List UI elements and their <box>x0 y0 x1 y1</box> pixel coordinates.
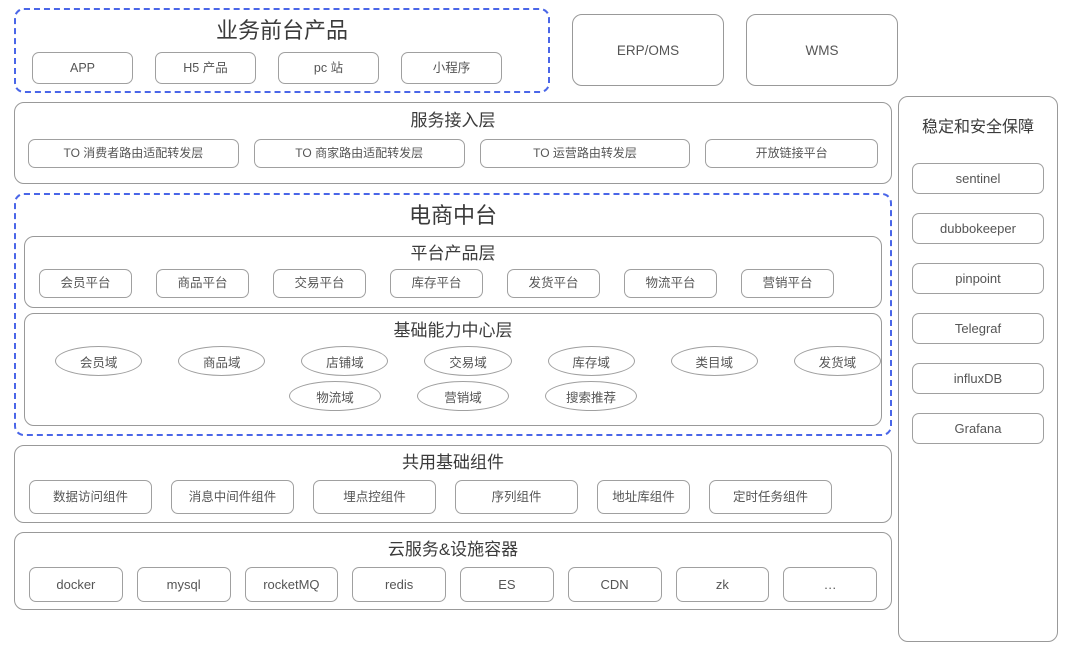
stability-security-title: 稳定和安全保障 <box>921 119 1034 136</box>
platform-item-inventory[interactable]: 库存平台 <box>390 269 483 298</box>
component-message-middleware[interactable]: 消息中间件组件 <box>171 480 294 514</box>
front-office-item-pc[interactable]: pc 站 <box>278 52 379 84</box>
front-office-item-h5[interactable]: H5 产品 <box>155 52 256 84</box>
stability-item-influxdb[interactable]: influxDB <box>912 363 1044 394</box>
component-address-library[interactable]: 地址库组件 <box>597 480 690 514</box>
stability-item-pinpoint[interactable]: pinpoint <box>912 263 1044 294</box>
domain-product[interactable]: 商品域 <box>178 346 266 376</box>
domain-shipping[interactable]: 发货域 <box>793 346 881 376</box>
capability-row-2: 物流域 营销域 搜索推荐 <box>25 381 881 411</box>
platform-item-member[interactable]: 会员平台 <box>39 269 132 298</box>
domain-marketing[interactable]: 营销域 <box>417 381 509 411</box>
platform-product-layer-items: 会员平台 商品平台 交易平台 库存平台 发货平台 物流平台 营销平台 <box>25 266 881 298</box>
platform-item-trade[interactable]: 交易平台 <box>273 269 366 298</box>
domain-inventory[interactable]: 库存域 <box>547 346 635 376</box>
cloud-item-redis[interactable]: redis <box>352 567 446 602</box>
domain-logistics[interactable]: 物流域 <box>289 381 381 411</box>
service-access-title: 服务接入层 <box>410 111 496 130</box>
external-system-wms[interactable]: WMS <box>746 14 898 86</box>
cloud-item-docker[interactable]: docker <box>29 567 123 602</box>
capability-center-layer-title: 基础能力中心层 <box>393 321 513 340</box>
cloud-item-rocketmq[interactable]: rocketMQ <box>244 567 339 602</box>
capability-row-1: 会员域 商品域 店铺域 交易域 库存域 类目域 发货域 <box>25 346 881 376</box>
shared-components-layer: 共用基础组件 数据访问组件 消息中间件组件 埋点控组件 序列组件 地址库组件 定… <box>14 445 892 523</box>
domain-category[interactable]: 类目域 <box>670 346 758 376</box>
stability-security-items: sentinel dubbokeeper pinpoint Telegraf i… <box>899 163 1057 444</box>
component-sequence[interactable]: 序列组件 <box>455 480 578 514</box>
component-data-access[interactable]: 数据访问组件 <box>29 480 152 514</box>
component-tracking[interactable]: 埋点控组件 <box>313 480 436 514</box>
service-access-item-operations[interactable]: TO 运营路由转发层 <box>479 139 691 168</box>
sidebar-column: 稳定和安全保障 sentinel dubbokeeper pinpoint Te… <box>898 0 1080 663</box>
platform-product-layer: 平台产品层 会员平台 商品平台 交易平台 库存平台 发货平台 物流平台 营销平台 <box>24 236 882 308</box>
platform-item-marketing[interactable]: 营销平台 <box>741 269 834 298</box>
front-office-row: 业务前台产品 APP H5 产品 pc 站 小程序 ERP/OMS WMS <box>14 8 898 93</box>
shared-components-title: 共用基础组件 <box>402 453 504 472</box>
capability-center-layer: 基础能力中心层 会员域 商品域 店铺域 交易域 库存域 类目域 发货域 物流域 … <box>24 313 882 426</box>
domain-member[interactable]: 会员域 <box>55 346 143 376</box>
front-office-item-miniprogram[interactable]: 小程序 <box>401 52 502 84</box>
platform-item-shipping[interactable]: 发货平台 <box>507 269 600 298</box>
service-access-item-merchant[interactable]: TO 商家路由适配转发层 <box>253 139 465 168</box>
stability-item-sentinel[interactable]: sentinel <box>912 163 1044 194</box>
cloud-item-mysql[interactable]: mysql <box>136 567 231 602</box>
cloud-item-cdn[interactable]: CDN <box>567 567 662 602</box>
service-access-item-consumer[interactable]: TO 消费者路由适配转发层 <box>28 139 239 168</box>
front-office-group: 业务前台产品 APP H5 产品 pc 站 小程序 <box>14 8 550 93</box>
component-scheduled-task[interactable]: 定时任务组件 <box>709 480 832 514</box>
cloud-services-title: 云服务&设施容器 <box>387 540 519 559</box>
cloud-item-more[interactable]: … <box>783 567 877 602</box>
stability-item-grafana[interactable]: Grafana <box>912 413 1044 444</box>
stability-security-panel: 稳定和安全保障 sentinel dubbokeeper pinpoint Te… <box>898 96 1058 642</box>
external-system-erp-oms[interactable]: ERP/OMS <box>572 14 724 86</box>
capability-center-items: 会员域 商品域 店铺域 交易域 库存域 类目域 发货域 物流域 营销域 搜索推荐 <box>25 343 881 411</box>
middle-platform-title: 电商中台 <box>408 203 497 228</box>
platform-item-logistics[interactable]: 物流平台 <box>624 269 717 298</box>
cloud-item-es[interactable]: ES <box>460 567 554 602</box>
platform-item-product[interactable]: 商品平台 <box>156 269 249 298</box>
service-access-items: TO 消费者路由适配转发层 TO 商家路由适配转发层 TO 运营路由转发层 开放… <box>15 133 891 168</box>
middle-platform-group: 电商中台 平台产品层 会员平台 商品平台 交易平台 库存平台 发货平台 物流平台… <box>14 193 892 436</box>
domain-shop[interactable]: 店铺域 <box>301 346 389 376</box>
cloud-item-zk[interactable]: zk <box>675 567 770 602</box>
platform-product-layer-title: 平台产品层 <box>410 244 496 263</box>
front-office-items: APP H5 产品 pc 站 小程序 <box>16 52 548 84</box>
cloud-services-layer: 云服务&设施容器 docker mysql rocketMQ redis ES … <box>14 532 892 610</box>
service-access-layer: 服务接入层 TO 消费者路由适配转发层 TO 商家路由适配转发层 TO 运营路由… <box>14 102 892 184</box>
service-access-item-open-platform[interactable]: 开放链接平台 <box>705 139 878 168</box>
main-column: 业务前台产品 APP H5 产品 pc 站 小程序 ERP/OMS WMS 服务… <box>14 8 898 610</box>
stability-item-dubbokeeper[interactable]: dubbokeeper <box>912 213 1044 244</box>
front-office-item-app[interactable]: APP <box>32 52 133 84</box>
domain-search-recommend[interactable]: 搜索推荐 <box>545 381 637 411</box>
stability-item-telegraf[interactable]: Telegraf <box>912 313 1044 344</box>
cloud-services-items: docker mysql rocketMQ redis ES CDN zk … <box>15 562 891 602</box>
front-office-title: 业务前台产品 <box>215 18 348 43</box>
domain-trade[interactable]: 交易域 <box>424 346 512 376</box>
shared-components-items: 数据访问组件 消息中间件组件 埋点控组件 序列组件 地址库组件 定时任务组件 <box>15 475 891 514</box>
